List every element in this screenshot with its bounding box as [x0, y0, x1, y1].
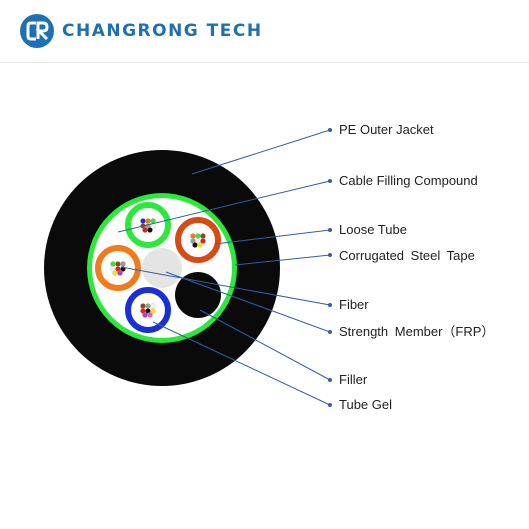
fiber-dot	[192, 242, 198, 248]
fiber-dot	[145, 218, 151, 224]
fiber-dot	[120, 261, 126, 267]
fiber-dot	[142, 227, 148, 233]
label-fiber: Fiber	[339, 297, 369, 312]
leader-line-filler	[199, 309, 331, 381]
label-strength-member: Strength Member（FRP）	[339, 324, 494, 339]
label-cable-filling-compound: Cable Filling Compound	[339, 173, 478, 188]
fiber-dot	[147, 312, 153, 318]
filler	[175, 272, 221, 318]
leader-line-fiber	[120, 266, 331, 306]
label-tube-gel: Tube Gel	[339, 397, 392, 412]
leader-line-pe-outer-jacket	[191, 129, 331, 175]
header-divider	[0, 62, 529, 63]
leader-line-tube-gel	[152, 321, 331, 406]
loose-tube-right	[175, 217, 221, 263]
label-pe-outer-jacket: PE Outer Jacket	[339, 122, 434, 137]
leader-line-corrugated-steel-tape	[234, 254, 331, 266]
fiber-dot	[140, 303, 146, 309]
fiber-dot	[117, 270, 123, 276]
fiber-dot	[195, 233, 201, 239]
brand-name: CHANGRONG TECH	[62, 21, 263, 41]
loose-tube-left	[95, 245, 141, 291]
leader-line-strength-member	[165, 271, 331, 333]
fiber-bundle	[190, 233, 206, 248]
fiber-dot	[190, 233, 196, 239]
fiber-dot	[200, 238, 206, 244]
fiber-dot	[110, 261, 116, 267]
strength-member	[142, 248, 182, 288]
fiber-dot	[150, 308, 156, 314]
loose-tube-bottom	[125, 287, 171, 333]
label-loose-tube: Loose Tube	[339, 222, 407, 237]
fiber-dot	[147, 227, 153, 233]
fiber-dot	[150, 303, 156, 309]
label-corrugated-steel-tape: Corrugated Steel Tape	[339, 248, 475, 263]
fiber-dot	[115, 261, 121, 267]
label-filler: Filler	[339, 372, 368, 387]
fiber-dot	[112, 270, 118, 276]
leader-line-loose-tube	[214, 229, 331, 245]
fiber-dot	[200, 233, 206, 239]
leader-line-cable-filling-compound	[117, 180, 331, 233]
brand-header: CHANGRONG TECH	[20, 14, 263, 48]
fiber-bundle	[140, 303, 156, 318]
fiber-dot	[140, 218, 146, 224]
fiber-dot	[197, 242, 203, 248]
cr-logo-icon	[20, 14, 54, 48]
fiber-dot	[142, 312, 148, 318]
fiber-dot	[145, 303, 151, 309]
